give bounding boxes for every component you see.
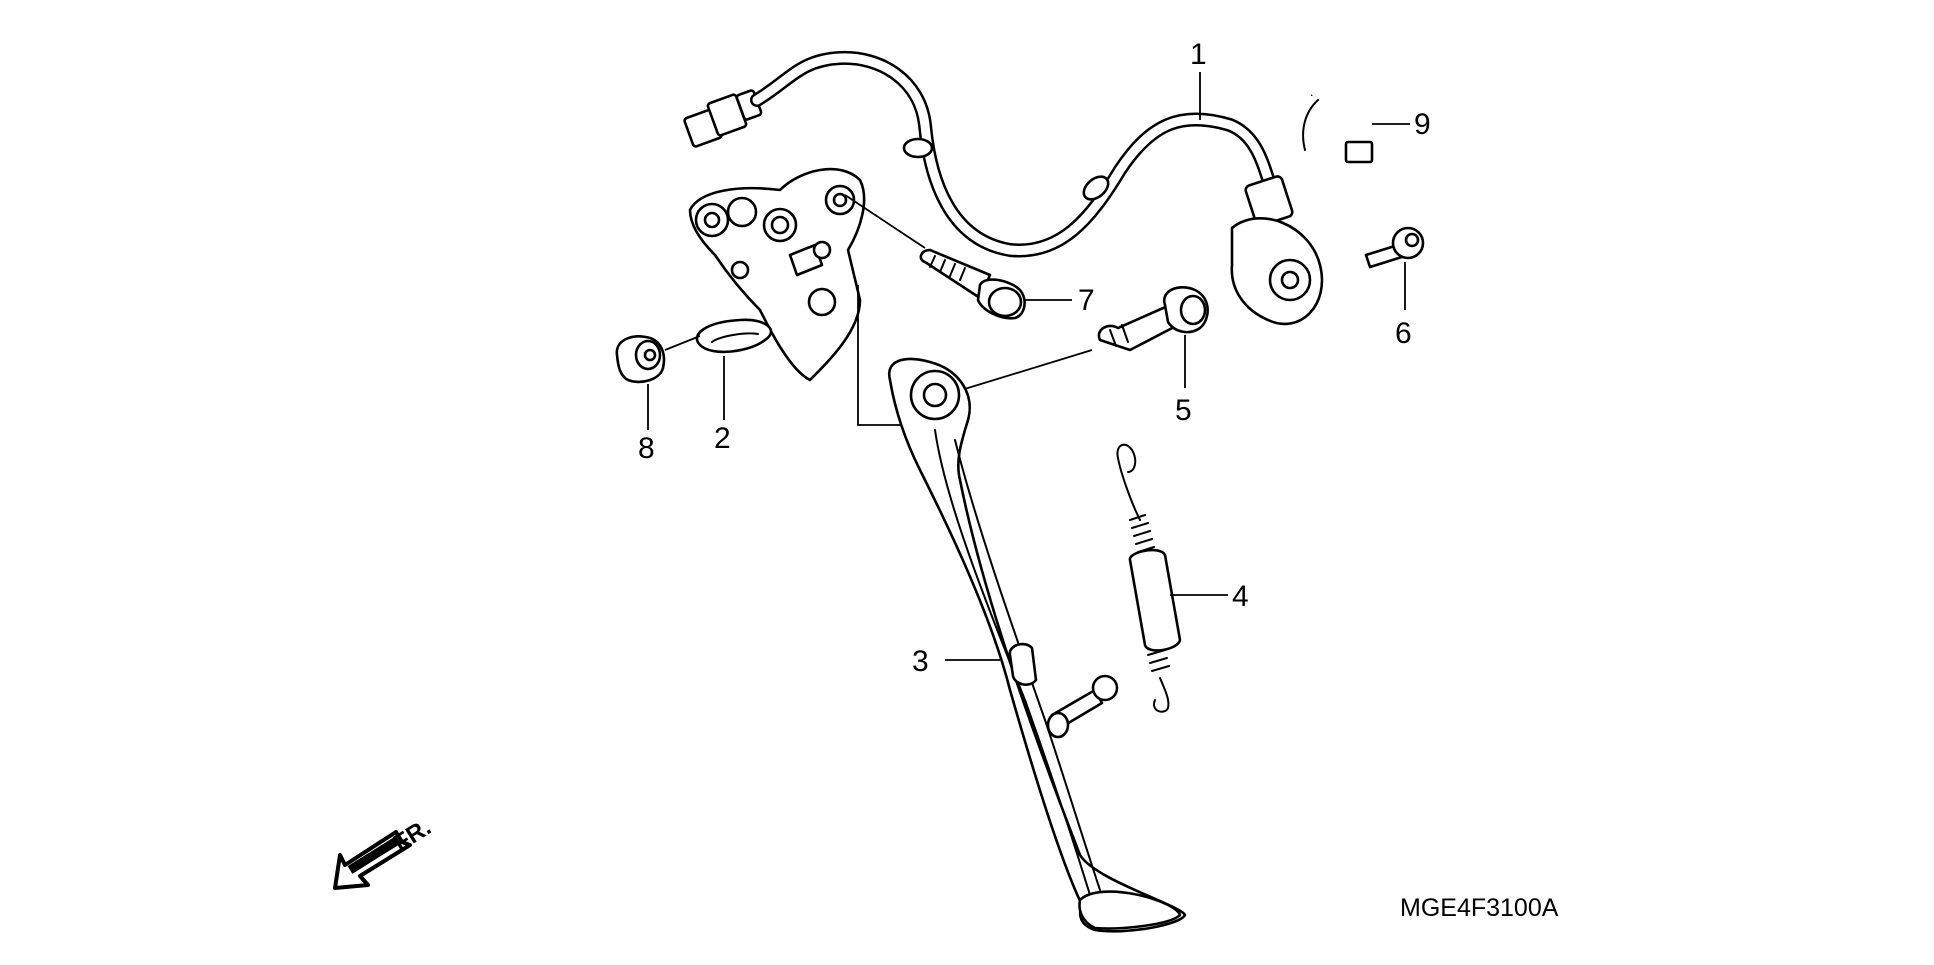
switch-bolt[interactable] — [1364, 226, 1425, 269]
pivot-bolt[interactable] — [919, 248, 1026, 320]
assembly-line — [857, 285, 900, 426]
callout-7: 7 — [1078, 284, 1095, 317]
side-stand-spring[interactable] — [1116, 443, 1182, 713]
band-cable-tie[interactable] — [1302, 84, 1374, 164]
callout-1: 1 — [1190, 38, 1207, 71]
leader-7-assembly — [844, 194, 926, 249]
clip-washer[interactable] — [695, 318, 773, 354]
callout-3: 3 — [912, 645, 929, 678]
leader-5-assembly — [944, 349, 1093, 396]
callout-9: 9 — [1414, 108, 1431, 141]
flange-nut[interactable] — [615, 335, 666, 384]
callout-6: 6 — [1395, 317, 1412, 350]
callout-5: 5 — [1175, 394, 1192, 427]
side-stand-bracket[interactable] — [688, 167, 866, 382]
stand-pivot-bolt[interactable] — [1097, 285, 1209, 352]
callout-4: 4 — [1232, 580, 1249, 613]
callout-2: 2 — [714, 422, 731, 455]
callout-8: 8 — [638, 432, 655, 465]
leader-8-to-2 — [664, 335, 701, 351]
side-stand-switch-harness[interactable] — [683, 50, 1324, 326]
front-direction-arrow: FR. — [333, 814, 436, 890]
diagram-code: MGE4F3100A — [1400, 894, 1559, 922]
side-stand[interactable] — [887, 357, 1187, 933]
